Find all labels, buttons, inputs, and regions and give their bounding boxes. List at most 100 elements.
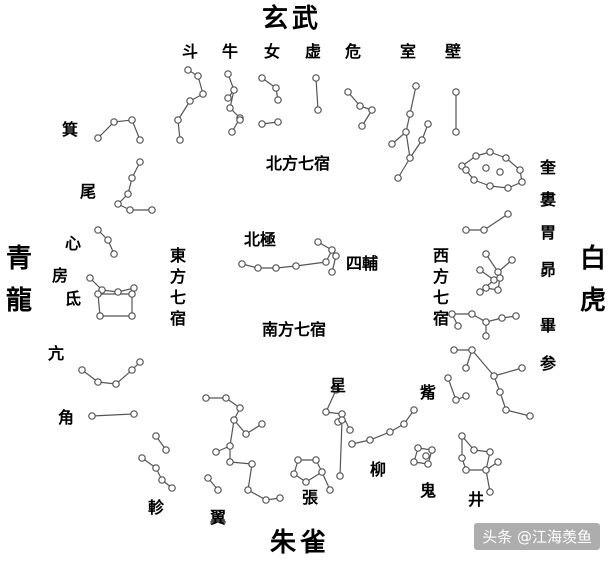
shi-star-7 (424, 120, 432, 128)
wei-tail-star-0 (136, 158, 144, 166)
shi-star-3 (388, 140, 396, 148)
mansion-nu: 女 (264, 42, 281, 61)
xing-star-0 (332, 386, 340, 394)
sifu-star-0 (328, 268, 336, 276)
mansion-zhang: 張 (302, 488, 319, 507)
liu-star-4 (386, 428, 394, 436)
shi-star-6 (418, 136, 426, 144)
nu-star-4 (274, 118, 282, 126)
bi-net-star-1 (468, 310, 476, 318)
mansion-wei-tail: 尾 (80, 182, 97, 201)
jiao-link-0 (91, 413, 135, 417)
shen-star-2 (490, 372, 498, 380)
shi-star-5 (394, 174, 402, 182)
mansion-shi: 室 (400, 42, 417, 61)
mansion-niu: 牛 (222, 42, 239, 61)
xu-star-0 (312, 74, 320, 82)
xin-star-0 (94, 226, 102, 234)
xin-star-2 (110, 250, 118, 258)
liu-star-6 (410, 406, 418, 414)
shen-link-2 (493, 367, 523, 377)
kui-star-9 (462, 166, 470, 174)
guardian-east-top: 青 (5, 244, 32, 274)
ji-star-3 (136, 136, 144, 144)
yi-star-10 (244, 486, 252, 494)
guardian-west-top: 白 (579, 244, 606, 274)
kui-star-10 (482, 164, 490, 172)
pole-star-6 (314, 238, 322, 246)
yi-star-14 (214, 486, 222, 494)
mansion-dou: 斗 (182, 42, 199, 61)
bi-net-star-6 (482, 332, 490, 340)
yi-star-9 (248, 460, 256, 468)
kui-star-8 (470, 176, 478, 184)
mansion-kui: 奎 (540, 158, 557, 177)
ji-star-2 (128, 116, 136, 124)
mansion-jing: 井 (468, 490, 485, 509)
niu-star-0 (224, 70, 232, 78)
bi-net-star-0 (448, 310, 456, 318)
wei-star-2 (368, 106, 376, 114)
mansion-zhen: 軫 (148, 498, 165, 517)
bi-net-star-4 (512, 312, 520, 320)
bi-net-star-2 (482, 318, 490, 326)
niu-star-1 (230, 86, 238, 94)
yi-star-1 (222, 394, 230, 402)
di-star-1 (128, 290, 136, 298)
mansion-bi-net: 畢 (540, 316, 557, 335)
shi-link-0 (409, 85, 417, 115)
pole-link-3 (295, 261, 327, 267)
nu-star-0 (258, 74, 266, 82)
mao-star-2 (476, 288, 484, 296)
zi-link-0 (447, 377, 457, 401)
niu-star-2 (226, 104, 234, 112)
gui-star-1 (428, 446, 436, 454)
guardian-north: 玄武 (262, 4, 323, 34)
dou-star-2 (199, 90, 207, 98)
shi-star-0 (412, 82, 420, 90)
kui-star-3 (502, 154, 510, 162)
shi-star-4 (406, 154, 414, 162)
jing-star-5 (458, 454, 466, 462)
zhen-star-3 (152, 464, 160, 472)
shen-star-7 (462, 364, 470, 372)
group-label-north: 北方七宿 (266, 154, 331, 173)
shen-link-1 (471, 349, 495, 377)
wei-stomach-star-2 (508, 256, 516, 264)
shen-star-3 (518, 364, 526, 372)
mansion-yi: 翼 (210, 508, 227, 527)
xing-star-3 (346, 426, 354, 434)
jiao-star-1 (130, 410, 138, 418)
yi-star-13 (204, 474, 212, 482)
di-star-3 (96, 312, 104, 320)
zhen-star-5 (168, 484, 176, 492)
shen-star-5 (502, 406, 510, 414)
group-label-south: 南方七宿 (262, 320, 327, 339)
niu-star-5 (236, 116, 244, 124)
shi-star-1 (406, 110, 414, 118)
zi-star-2 (462, 392, 470, 400)
liu-star-2 (348, 440, 356, 448)
yi-link-9 (247, 463, 253, 491)
shen-star-4 (496, 388, 504, 396)
mao-star-3 (482, 284, 490, 292)
jing-star-7 (486, 488, 494, 496)
dou-star-3 (186, 97, 194, 105)
zhang-star-3 (302, 478, 310, 486)
label-north-pole: 北極 (244, 230, 277, 249)
xin-star-1 (104, 236, 112, 244)
mansion-liu: 柳 (370, 460, 387, 479)
nu-star-3 (258, 120, 266, 128)
group-label-west: 西方七宿 (432, 246, 449, 328)
shi-star-2 (402, 128, 410, 136)
yi-star-7 (212, 448, 220, 456)
zhang-star-2 (318, 468, 326, 476)
shi-link-3 (405, 131, 411, 159)
mansion-wei-stomach: 胃 (540, 223, 557, 242)
kui-star-4 (516, 166, 524, 174)
gui-star-0 (414, 444, 422, 452)
liu-link-0 (339, 419, 343, 477)
xu-link-0 (315, 77, 319, 111)
liu-star-3 (366, 436, 374, 444)
guardian-west-bottom: 虎 (579, 286, 606, 316)
